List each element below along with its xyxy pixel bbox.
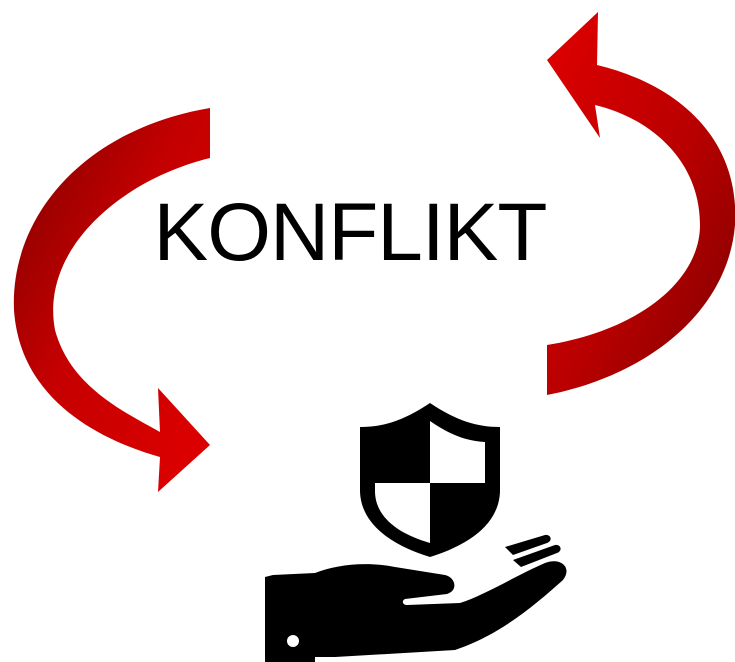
diagram-title: KONFLIKT — [153, 187, 548, 278]
shield-icon — [360, 403, 500, 557]
curved-arrow-left-icon — [13, 108, 211, 492]
hand-icon — [265, 534, 567, 662]
shield-hand-icon — [265, 403, 567, 662]
curved-arrow-right-icon — [547, 12, 735, 395]
